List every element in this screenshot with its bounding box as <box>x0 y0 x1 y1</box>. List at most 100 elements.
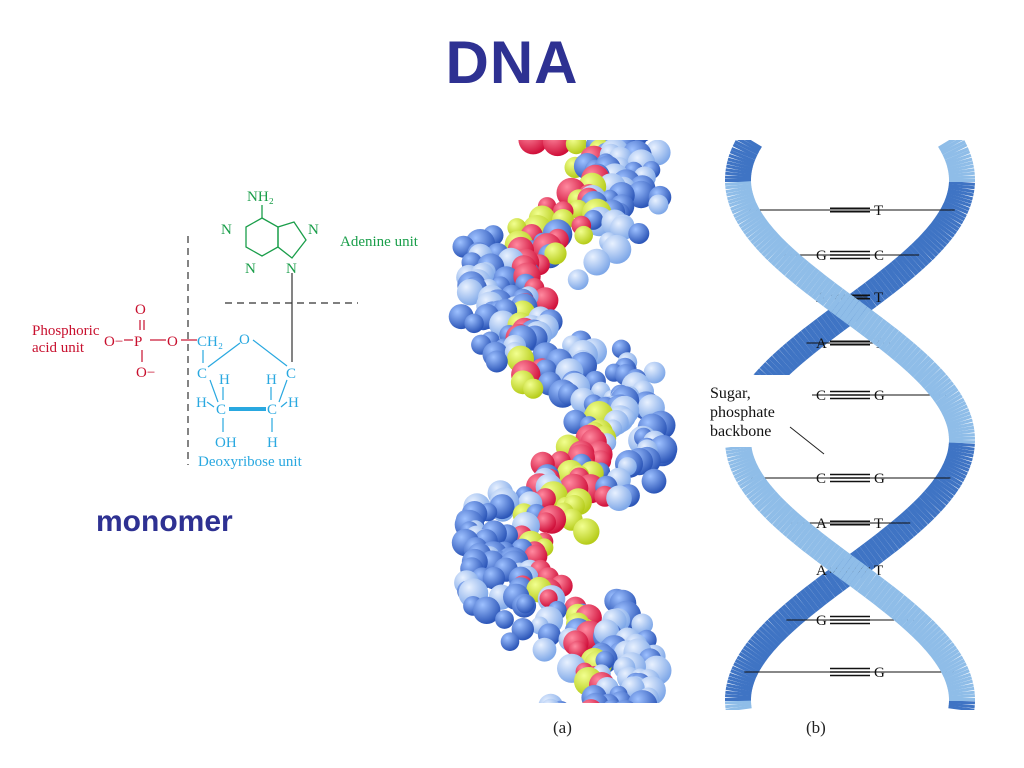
atom-sphere <box>544 242 567 265</box>
base-left: A <box>816 516 827 532</box>
backbone-ribbon <box>795 264 816 289</box>
backbone-ribbon <box>742 645 767 664</box>
backbone-ribbon <box>867 537 888 562</box>
backbone-ribbon <box>765 358 787 381</box>
atom-sphere <box>604 699 620 703</box>
backbone-ribbon <box>897 514 918 537</box>
backbone-ribbon <box>727 193 754 204</box>
backbone-ribbon <box>937 652 962 669</box>
backbone-ribbon <box>812 537 833 562</box>
backbone-ribbon <box>845 561 865 586</box>
backbone-ribbon <box>894 601 916 624</box>
backbone-ribbon <box>730 198 756 211</box>
backbone-ribbon <box>907 505 928 528</box>
backbone-ribbon <box>904 247 926 270</box>
backbone-ribbon <box>732 143 758 158</box>
backbone-ribbon <box>732 461 758 476</box>
backbone-ribbon <box>948 686 975 695</box>
backbone-ribbon <box>929 638 953 659</box>
backbone-ribbon <box>788 259 809 282</box>
backbone-ribbon <box>767 241 789 264</box>
atom-n1: N <box>221 222 232 238</box>
atom-sphere <box>616 699 634 703</box>
backbone-ribbon <box>891 259 912 282</box>
base-left: G <box>816 613 827 629</box>
phosphoric-label-2: acid unit <box>32 340 85 356</box>
backbone-ribbon <box>736 140 761 153</box>
backbone-ribbon <box>946 418 973 429</box>
atom-n4: N <box>286 261 297 277</box>
adenine-label: Adenine unit <box>340 234 419 250</box>
atom-sphere <box>511 618 534 641</box>
base-left: A <box>816 336 827 352</box>
backbone-ribbon <box>764 238 786 261</box>
backbone-ribbon <box>811 276 832 301</box>
backbone-ribbon <box>921 368 944 389</box>
atom-sphere <box>641 468 667 494</box>
backbone-ribbon <box>872 582 893 607</box>
base-left: C <box>816 471 826 487</box>
backbone-ribbon <box>738 211 763 228</box>
backbone-ribbon <box>857 570 877 595</box>
backbone-ribbon <box>727 451 754 462</box>
backbone-ribbon <box>726 188 753 197</box>
backbone-ribbon <box>939 208 964 225</box>
backbone-ribbon <box>824 309 845 334</box>
atom-c1: C <box>197 366 207 382</box>
atom-sphere <box>648 194 669 215</box>
backbone-ribbon <box>808 321 829 346</box>
backbone-ribbon <box>890 520 911 543</box>
backbone-ribbon <box>867 318 888 343</box>
backbone-ribbon <box>728 195 755 208</box>
backbone-ribbon <box>778 346 800 369</box>
backbone-ribbon <box>840 558 861 583</box>
backbone-ribbon <box>729 456 755 469</box>
atom-sphere <box>518 140 548 155</box>
backbone-ribbon <box>868 579 889 604</box>
backbone-ribbon <box>893 340 914 363</box>
backbone-ribbon <box>931 642 955 661</box>
atom-o-top: O <box>135 302 146 318</box>
backbone-ribbon <box>726 449 753 458</box>
backbone-ribbon <box>733 662 758 677</box>
monomer-structure-diagram: NH₂ N N N N Adenine unit Phosphoric acid… <box>32 189 419 470</box>
backbone-ribbon <box>922 629 945 650</box>
backbone-ribbon <box>789 337 810 360</box>
backbone-label-3: backbone <box>710 423 771 440</box>
backbone-ribbon <box>804 531 825 556</box>
backbone-ribbon <box>945 153 972 166</box>
backbone-ribbon <box>734 205 760 222</box>
backbone-ribbon <box>815 576 835 601</box>
backbone-ribbon <box>947 425 975 434</box>
backbone-ribbon <box>815 279 835 304</box>
backbone-ribbon <box>793 522 814 547</box>
backbone-ribbon <box>728 153 755 166</box>
backbone-ribbon <box>926 485 949 506</box>
backbone-ribbon <box>734 658 760 675</box>
atom-sphere <box>631 613 653 636</box>
backbone-ribbon <box>871 321 892 346</box>
backbone-ribbon <box>924 371 947 392</box>
backbone-ribbon <box>731 200 757 215</box>
backbone-ribbon <box>738 652 763 669</box>
backbone-ribbon <box>933 216 958 235</box>
atom-sphere <box>485 350 508 373</box>
backbone-ribbon <box>891 598 912 621</box>
backbone-ribbon <box>884 591 905 616</box>
atom-sphere <box>565 140 587 155</box>
phosphate-unit: Phosphoric acid unit O− P O O− O <box>32 302 197 381</box>
backbone-ribbon <box>875 531 896 556</box>
atom-sphere <box>627 180 655 209</box>
backbone-ribbon <box>940 658 966 675</box>
backbone-ribbon <box>946 451 973 462</box>
backbone-ribbon <box>890 337 911 360</box>
backbone-ribbon <box>823 285 843 310</box>
backbone-ribbon <box>771 244 792 267</box>
atom-sphere <box>542 140 573 157</box>
backbone-ribbon <box>907 352 928 375</box>
backbone-ribbon <box>922 230 945 251</box>
atom-o-minus-bottom: O− <box>136 365 155 381</box>
backbone-ribbon <box>904 610 926 633</box>
atom-sphere <box>516 595 535 614</box>
backbone-ribbon <box>725 185 752 194</box>
